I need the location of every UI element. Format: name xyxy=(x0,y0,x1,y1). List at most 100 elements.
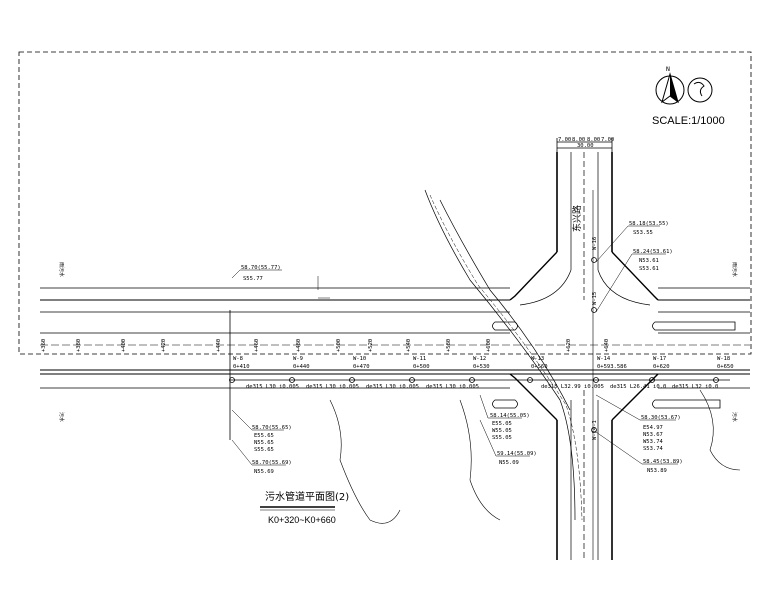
annotation-bottom-left: 58.70(55.65) E55.65 N55.65 S55.65 58.70(… xyxy=(231,409,292,475)
well-id: W-14 xyxy=(597,356,611,362)
manhole-marker xyxy=(289,377,295,383)
manhole-marker xyxy=(409,377,415,383)
manhole-marker xyxy=(349,377,355,383)
annotation-right-bottom: 58.30(53.67) E54.97 N53.67 W53.74 S53.74… xyxy=(595,394,683,474)
cross-width-1: 7.00 xyxy=(558,137,571,143)
side-label-right-bottom: 污水 xyxy=(731,412,738,422)
anno-m2-0: 59.14(55.09) xyxy=(497,451,537,457)
well-id: W-13 xyxy=(531,356,544,362)
station-label: +540 xyxy=(406,339,412,352)
station-label: +380 xyxy=(76,339,82,352)
branch-well-14-1: W-14-1 xyxy=(592,420,598,440)
manhole-marker xyxy=(649,377,655,383)
anno-rb-0: 58.30(53.67) xyxy=(641,415,681,421)
well-id: W-9 xyxy=(293,356,303,362)
anno-rt2-1: N53.61 xyxy=(639,258,659,264)
anno-tl-0: 58.70(55.77) xyxy=(241,265,281,271)
station-label: +400 xyxy=(121,339,127,352)
manhole-marker xyxy=(527,377,533,383)
north-arrow-icon: N xyxy=(655,65,685,105)
station-label: +440 xyxy=(216,339,222,352)
well-station: 0+410 xyxy=(233,364,250,370)
station-label: +600 xyxy=(486,339,492,352)
cross-width-3: 8.00 xyxy=(587,137,600,143)
terrain-lines xyxy=(317,189,741,524)
north-label: N xyxy=(666,65,670,73)
anno-bl-3: S55.65 xyxy=(254,447,274,453)
manhole-marker xyxy=(229,377,235,383)
branch-well-15: W-15 xyxy=(592,292,598,305)
well-station: 0+620 xyxy=(653,364,670,370)
manhole-marker xyxy=(713,377,719,383)
anno-rb-2: N53.67 xyxy=(643,432,663,438)
anno-rb-1: E54.97 xyxy=(643,425,663,431)
anno-rt2-0: 58.24(53.61) xyxy=(633,249,673,255)
annotation-right-top: 58.18(53.55) S53.55 58.24(53.61) N53.61 … xyxy=(595,221,673,313)
branch-well-16: W-16 xyxy=(592,237,598,250)
anno-rt-0: 58.18(53.55) xyxy=(629,221,669,227)
sewer-main xyxy=(229,310,730,440)
manhole-marker xyxy=(593,377,599,383)
pipe-segment-label: de315 L30 i0.005 xyxy=(366,384,419,390)
side-label-left-bottom: 污水 xyxy=(58,412,65,422)
road-name: 东兴路 xyxy=(571,205,583,232)
pipe-segment-label: de315 L32.99 i0.005 xyxy=(541,384,604,390)
title-range: K0+320~K0+660 xyxy=(268,515,336,525)
anno-m-3: S55.05 xyxy=(492,435,512,441)
station-label: +420 xyxy=(161,339,167,352)
side-label-left-top: 雨污水 xyxy=(58,262,65,277)
branch-well-marker xyxy=(591,307,597,313)
anno-rb2-0: 58.45(53.89) xyxy=(643,459,683,465)
station-label: +580 xyxy=(446,339,452,352)
well-id: W-10 xyxy=(353,356,366,362)
annotation-mid: 58.14(55.05) E55.05 W55.05 S55.05 59.14(… xyxy=(479,394,537,466)
horizontal-road xyxy=(40,287,750,409)
cross-width-4: 7.00 xyxy=(601,137,614,143)
title-main: 污水管道平面图(2) xyxy=(265,490,349,503)
station-label: +620 xyxy=(566,339,572,352)
anno-rt-1: S53.55 xyxy=(633,230,653,236)
anno-rb-4: S53.74 xyxy=(643,446,664,452)
well-id: W-18 xyxy=(717,356,730,362)
manhole-marker xyxy=(469,377,475,383)
well-station: 0+650 xyxy=(717,364,734,370)
station-label: +640 xyxy=(604,339,610,352)
station-label: +460 xyxy=(254,339,260,352)
branch-well-marker xyxy=(591,427,597,433)
manhole-wells: W-80+410W-90+440W-100+470W-110+500W-120+… xyxy=(229,356,734,383)
anno-rb2-1: N53.89 xyxy=(647,468,667,474)
pipe-segment-label: de315 L30 i0.005 xyxy=(306,384,359,390)
compass-badge-icon xyxy=(687,77,713,103)
station-labels: +360+380+400+420+440+460+480+500+520+540… xyxy=(41,339,610,352)
station-label: +500 xyxy=(336,339,342,352)
pipe-segment-label: de315 L32 i0.0 xyxy=(672,384,718,390)
anno-bl-2: N55.65 xyxy=(254,440,274,446)
cross-width-2: 8.00 xyxy=(572,137,585,143)
well-id: W-12 xyxy=(473,356,486,362)
annotation-top-left: 58.70(55.77) S55.77 xyxy=(231,265,282,282)
anno-rt2-2: S53.61 xyxy=(639,266,659,272)
anno-m2-1: N55.09 xyxy=(499,460,519,466)
pipe-segment-label: de315 L30 i0.005 xyxy=(426,384,479,390)
station-label: +520 xyxy=(368,339,374,352)
anno-bl-0: 58.70(55.65) xyxy=(252,425,292,431)
anno-m-0: 58.14(55.05) xyxy=(490,413,530,419)
station-label: +480 xyxy=(296,339,302,352)
pipe-segment-label: de315 L26.41 i0.0 xyxy=(610,384,666,390)
title-block: 污水管道平面图(2) K0+320~K0+660 xyxy=(260,490,349,525)
well-station: 0+530 xyxy=(473,364,490,370)
anno-tl-1: S55.77 xyxy=(243,276,263,282)
anno-m-1: E55.05 xyxy=(492,421,512,427)
anno-rb-3: W53.74 xyxy=(643,439,664,445)
anno-bl-1: E55.65 xyxy=(254,433,274,439)
well-id: W-8 xyxy=(233,356,243,362)
anno-bl2-1: N55.69 xyxy=(254,469,274,475)
well-id: W-17 xyxy=(653,356,666,362)
well-station: 0+440 xyxy=(293,364,310,370)
scale-text: SCALE:1/1000 xyxy=(652,115,725,127)
anno-bl2-0: 58.70(55.69) xyxy=(252,460,292,466)
well-id: W-11 xyxy=(413,356,426,362)
well-station: 0+560 xyxy=(531,364,548,370)
cross-section-header: 7.00 8.00 8.00 7.00 30.00 xyxy=(556,137,614,152)
